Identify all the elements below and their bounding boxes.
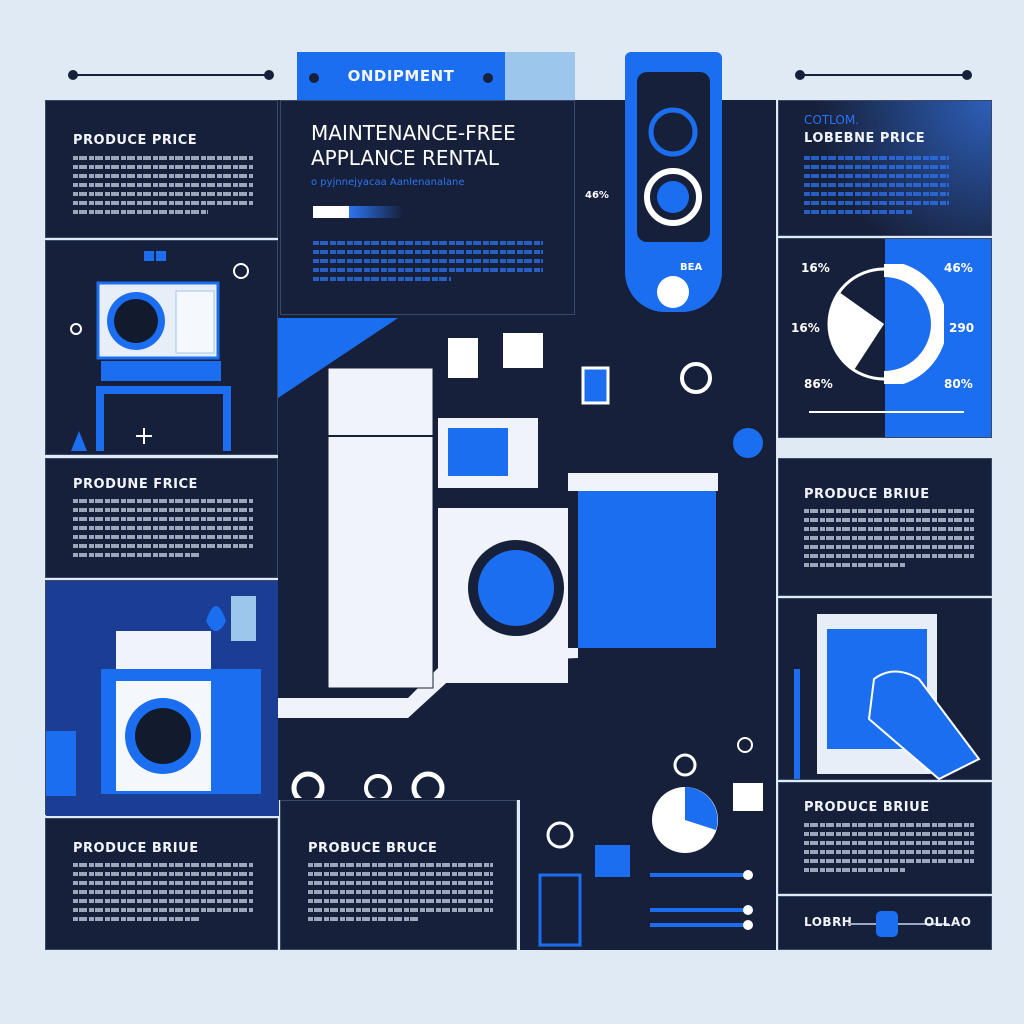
phone-percent: 46% (585, 190, 609, 201)
panel-title: PRODUCE PRICE (73, 133, 198, 148)
washer-desk-icon (70, 251, 249, 451)
hero-title: MAINTENANCE-FREE APPLANCE RENTAL (311, 121, 516, 171)
panel-body-text (73, 156, 253, 219)
panel-body-text (804, 823, 974, 877)
panel-body-text (73, 499, 253, 562)
center-bottom-panel: PROBUCE BRUCE (280, 800, 517, 950)
washing-machine-icon (46, 581, 279, 816)
hero-title-line2: APPLANCE RENTAL (311, 146, 499, 170)
phone-device: BEA (625, 52, 722, 312)
right-panel-hand-illustration (778, 598, 992, 781)
hero-title-line1: MAINTENANCE-FREE (311, 121, 516, 145)
panel-title: PROBUCE BRUCE (308, 841, 438, 856)
left-panel-price-3: PRODUCE BRIUE (45, 818, 278, 950)
tab-label: ONDIPMENT (347, 67, 455, 85)
footer-left-label: LOBRH (804, 915, 853, 929)
rule-dot (264, 70, 274, 80)
panel-body-text (73, 863, 253, 926)
pie-timeline (809, 411, 964, 413)
tab-rivet (309, 73, 319, 83)
appliances-illustration (278, 318, 776, 798)
panel-title: PRODUCE BRIUE (804, 800, 930, 815)
pie-label: 16% (801, 261, 830, 275)
tab-light-block (505, 52, 575, 100)
pie-label: 46% (944, 261, 973, 275)
panel-body-text (804, 509, 974, 572)
hand-washer-icon (794, 614, 981, 781)
rule-dot (962, 70, 972, 80)
panel-title: LOBEBNE PRICE (804, 131, 926, 146)
left-panel-price: PRODUCE PRICE (45, 100, 278, 238)
header-tab[interactable]: ONDIPMENT (297, 52, 505, 100)
footer-right-label: OLLAO (924, 915, 972, 929)
top-left-rule (72, 74, 272, 76)
hero-progress-bar (313, 206, 403, 218)
right-panel-price: COTLOM. LOBEBNE PRICE (778, 100, 992, 236)
tab-rivet (483, 73, 493, 83)
pie-and-icons (538, 737, 763, 947)
pie-label: 86% (804, 377, 833, 391)
pie-chart-graphic (827, 264, 944, 384)
hero-panel: MAINTENANCE-FREE APPLANCE RENTAL o pyjnn… (280, 100, 575, 315)
pie-label: 16% (791, 321, 820, 335)
phone-badge: BEA (680, 262, 703, 273)
hero-body-text (313, 241, 543, 286)
right-panel-price-2: PRODUCE BRIUE (778, 458, 992, 596)
right-panel-price-3: PRODUCE BRIUE (778, 782, 992, 894)
rule-dot (795, 70, 805, 80)
panel-body-text (804, 156, 949, 219)
left-panel-laundry-illustration (45, 580, 279, 816)
top-right-rule (798, 74, 968, 76)
panel-title: PRODUCE BRIUE (73, 841, 199, 856)
footer-line (849, 923, 949, 925)
hero-subtitle: o pyjnnejyacaa Aanlenanalane (311, 177, 465, 188)
rule-dot (68, 70, 78, 80)
panel-title: PRODUCE BRIUE (804, 487, 930, 502)
right-panel-pie: 16% 16% 86% 46% 290 80% (778, 238, 992, 438)
panel-kicker: COTLOM. (804, 113, 860, 127)
left-panel-washer-illustration (45, 240, 278, 455)
panel-body-text (308, 863, 493, 926)
footer-toggle-button[interactable] (876, 911, 898, 937)
pie-label: 290 (949, 321, 975, 335)
panel-title: PRODUNE FRICE (73, 477, 198, 492)
left-panel-price-2: PRODUNE FRICE (45, 458, 278, 578)
gear-dial-icon (637, 72, 710, 308)
right-footer-panel: LOBRH OLLAO (778, 896, 992, 950)
pie-label: 80% (944, 377, 973, 391)
center-icons-panel (520, 700, 776, 950)
